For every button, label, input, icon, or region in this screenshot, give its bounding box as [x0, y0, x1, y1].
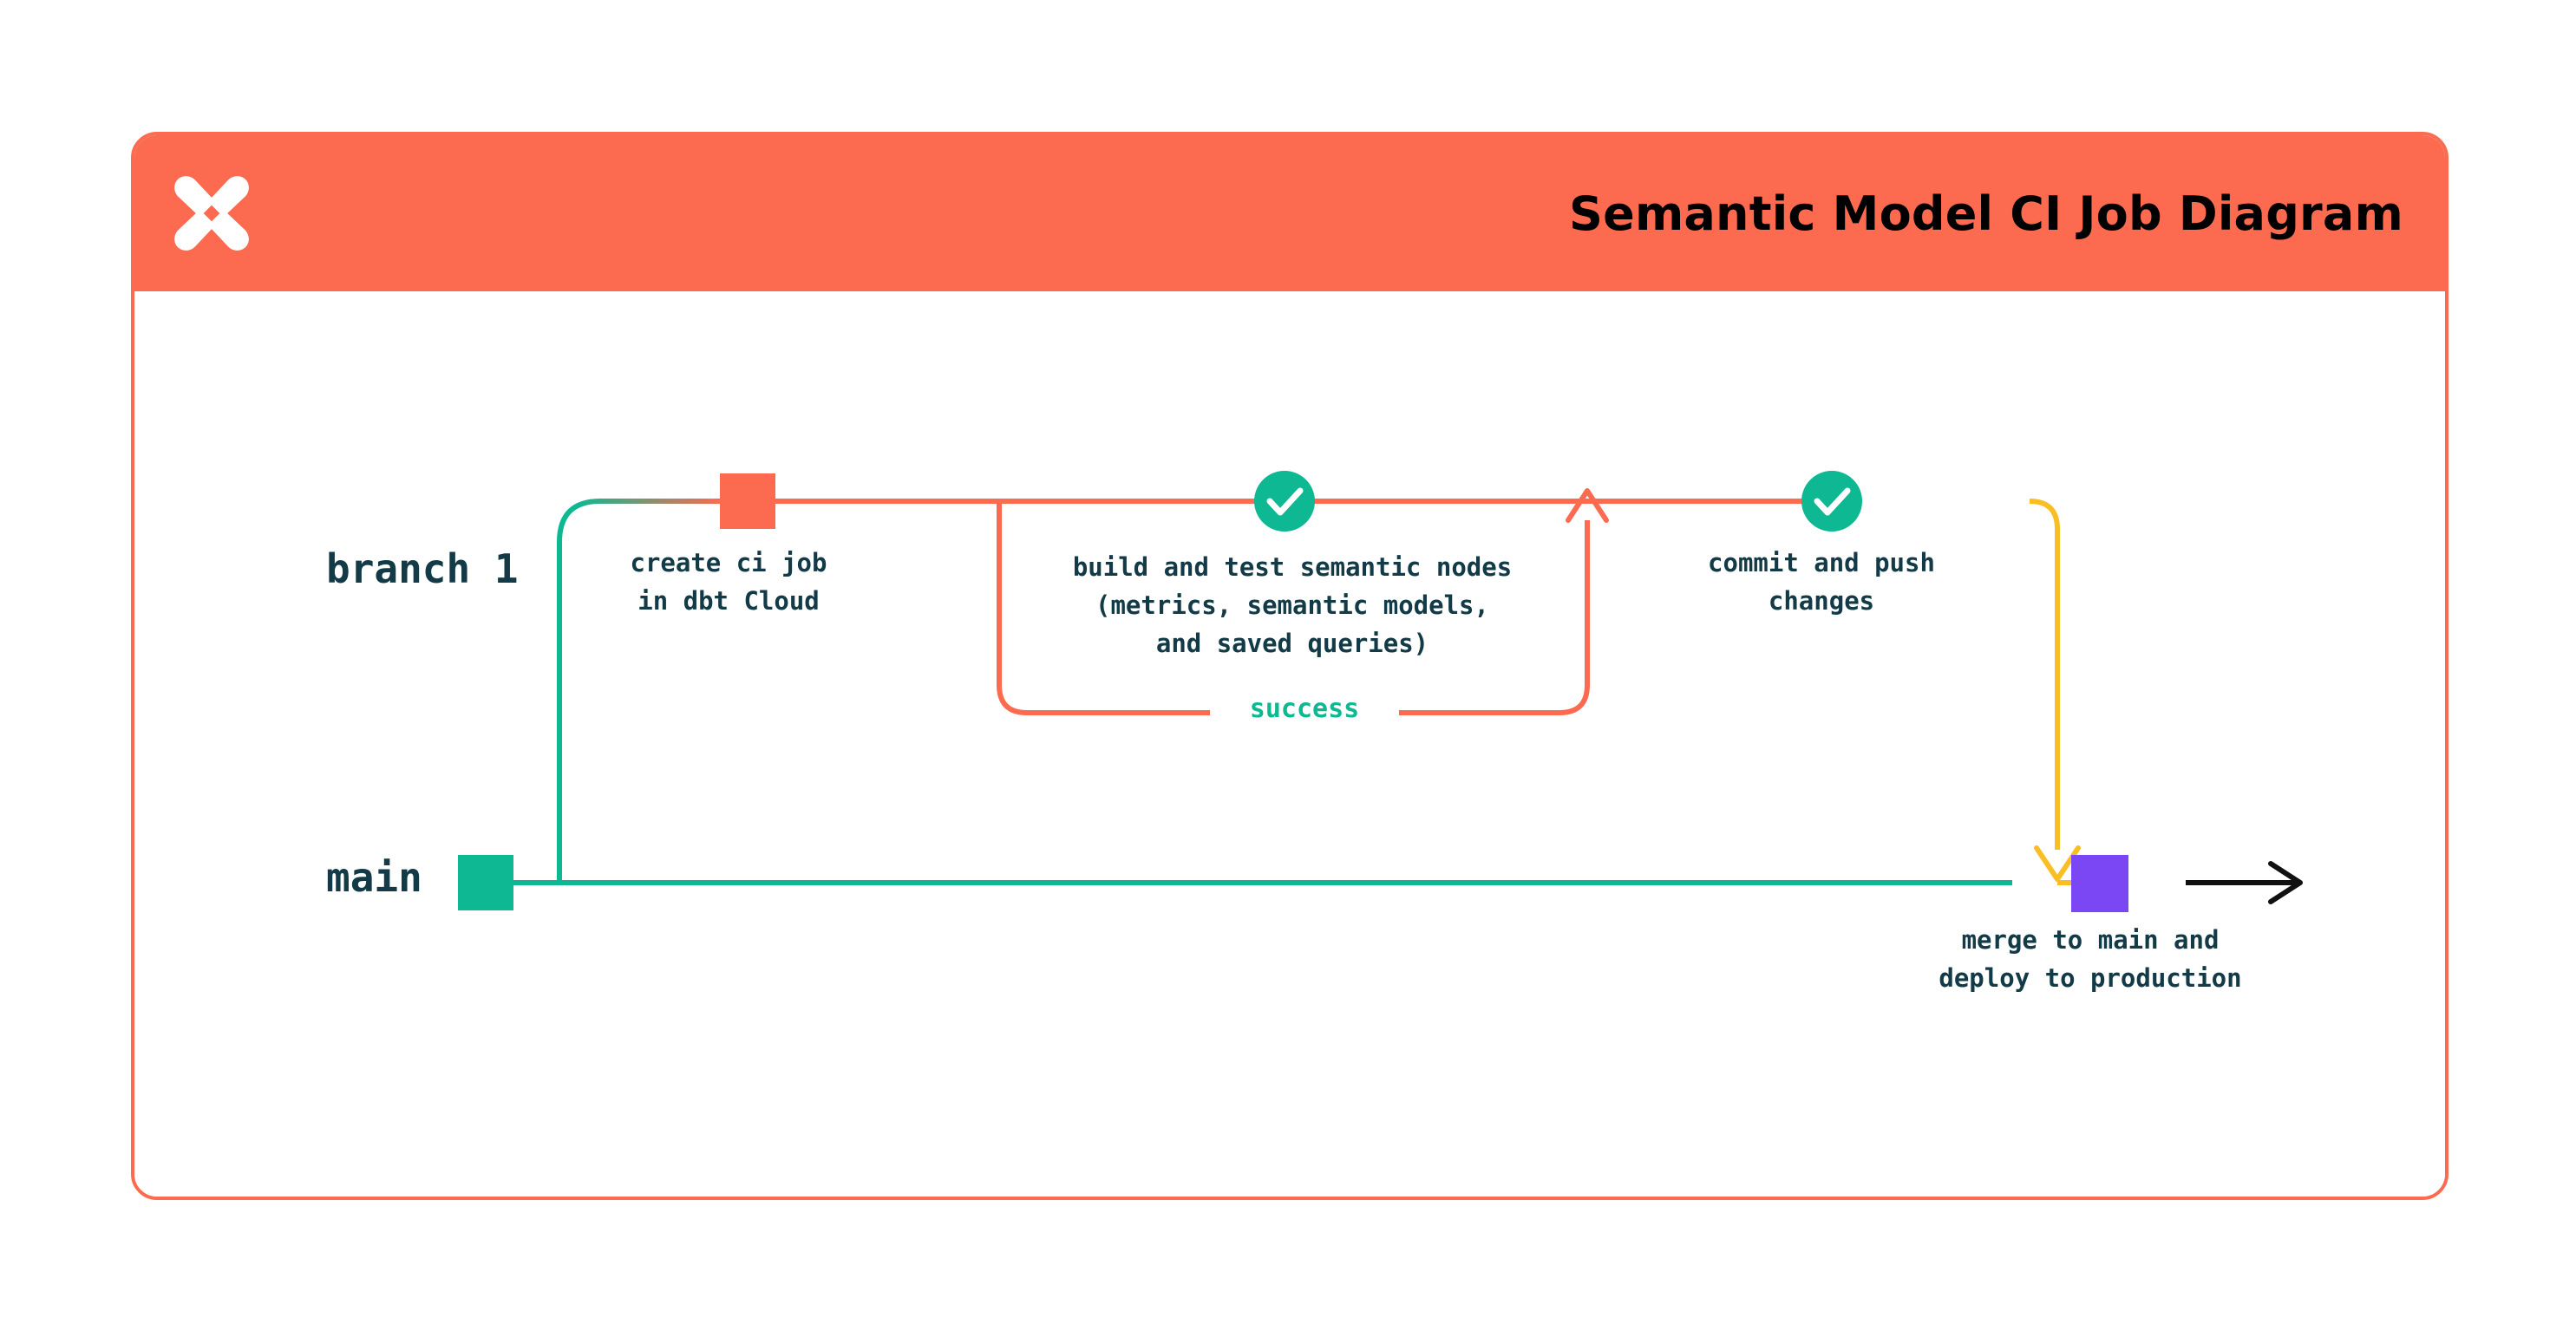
node-label-merge-to-main: merge to main and deploy to production: [1939, 925, 2242, 994]
page-title: Semantic Model CI Job Diagram: [1569, 186, 2403, 241]
dbt-logo-icon: [164, 166, 259, 261]
card-body: [134, 291, 2445, 1197]
card-header: Semantic Model CI Job Diagram: [134, 135, 2445, 291]
node-label-build-and-test: build and test semantic nodes (metrics, …: [1072, 552, 1513, 659]
edge-label-success: success: [1210, 694, 1399, 724]
lane-label-main: main: [326, 854, 422, 901]
node-label-commit-and-push: commit and push changes: [1708, 548, 1935, 616]
lane-label-branch-1: branch 1: [326, 545, 519, 592]
node-label-create-ci-job: create ci job in dbt Cloud: [630, 548, 827, 616]
diagram-card: Semantic Model CI Job Diagram: [131, 132, 2449, 1200]
